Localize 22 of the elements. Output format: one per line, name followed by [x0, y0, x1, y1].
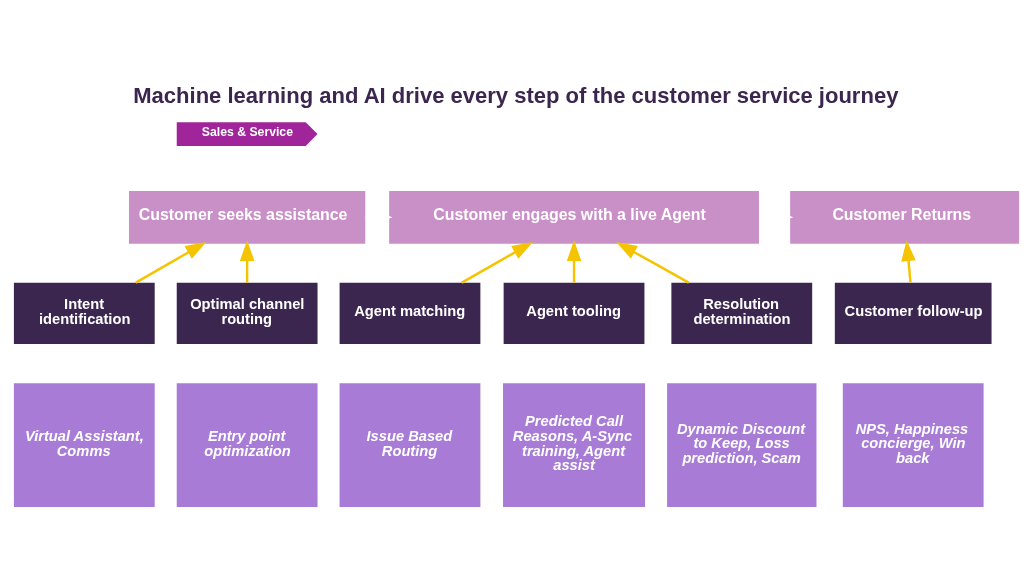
diagram-title: Machine learning and AI drive every step of the customer service journey: [132, 82, 898, 108]
node-box: Customer engages with a live Agent: [388, 190, 759, 244]
node-box: Agent tooling: [503, 282, 644, 344]
node-box: NPS, Happiness concierge, Win back: [842, 382, 984, 507]
arrow: [615, 241, 689, 284]
arrow: [460, 241, 533, 284]
arrow: [239, 239, 254, 283]
node-box: Customer Returns: [789, 190, 1019, 244]
node-box: Customer seeks assistance: [128, 190, 365, 244]
arrow: [134, 241, 206, 284]
arrow: [900, 239, 916, 283]
node-box: Issue Based Routing: [339, 382, 480, 507]
node-box: Virtual Assistant, Comms: [13, 382, 155, 507]
node-box: Dynamic Discount to Keep, Loss prediction, Scam: [666, 382, 816, 507]
node-box: Customer follow-up: [834, 282, 992, 344]
arrow: [566, 239, 581, 283]
node-box: Resolution determination: [670, 282, 812, 344]
node-box: Entry point optimization: [176, 382, 318, 507]
node-box: Predicted Call Reasons, A-Sync training, Agent assist: [502, 382, 645, 507]
node-box: Agent matching: [339, 282, 480, 344]
node-box: Optimal channel routing: [176, 282, 318, 344]
node-box: Intent identification: [13, 282, 155, 344]
